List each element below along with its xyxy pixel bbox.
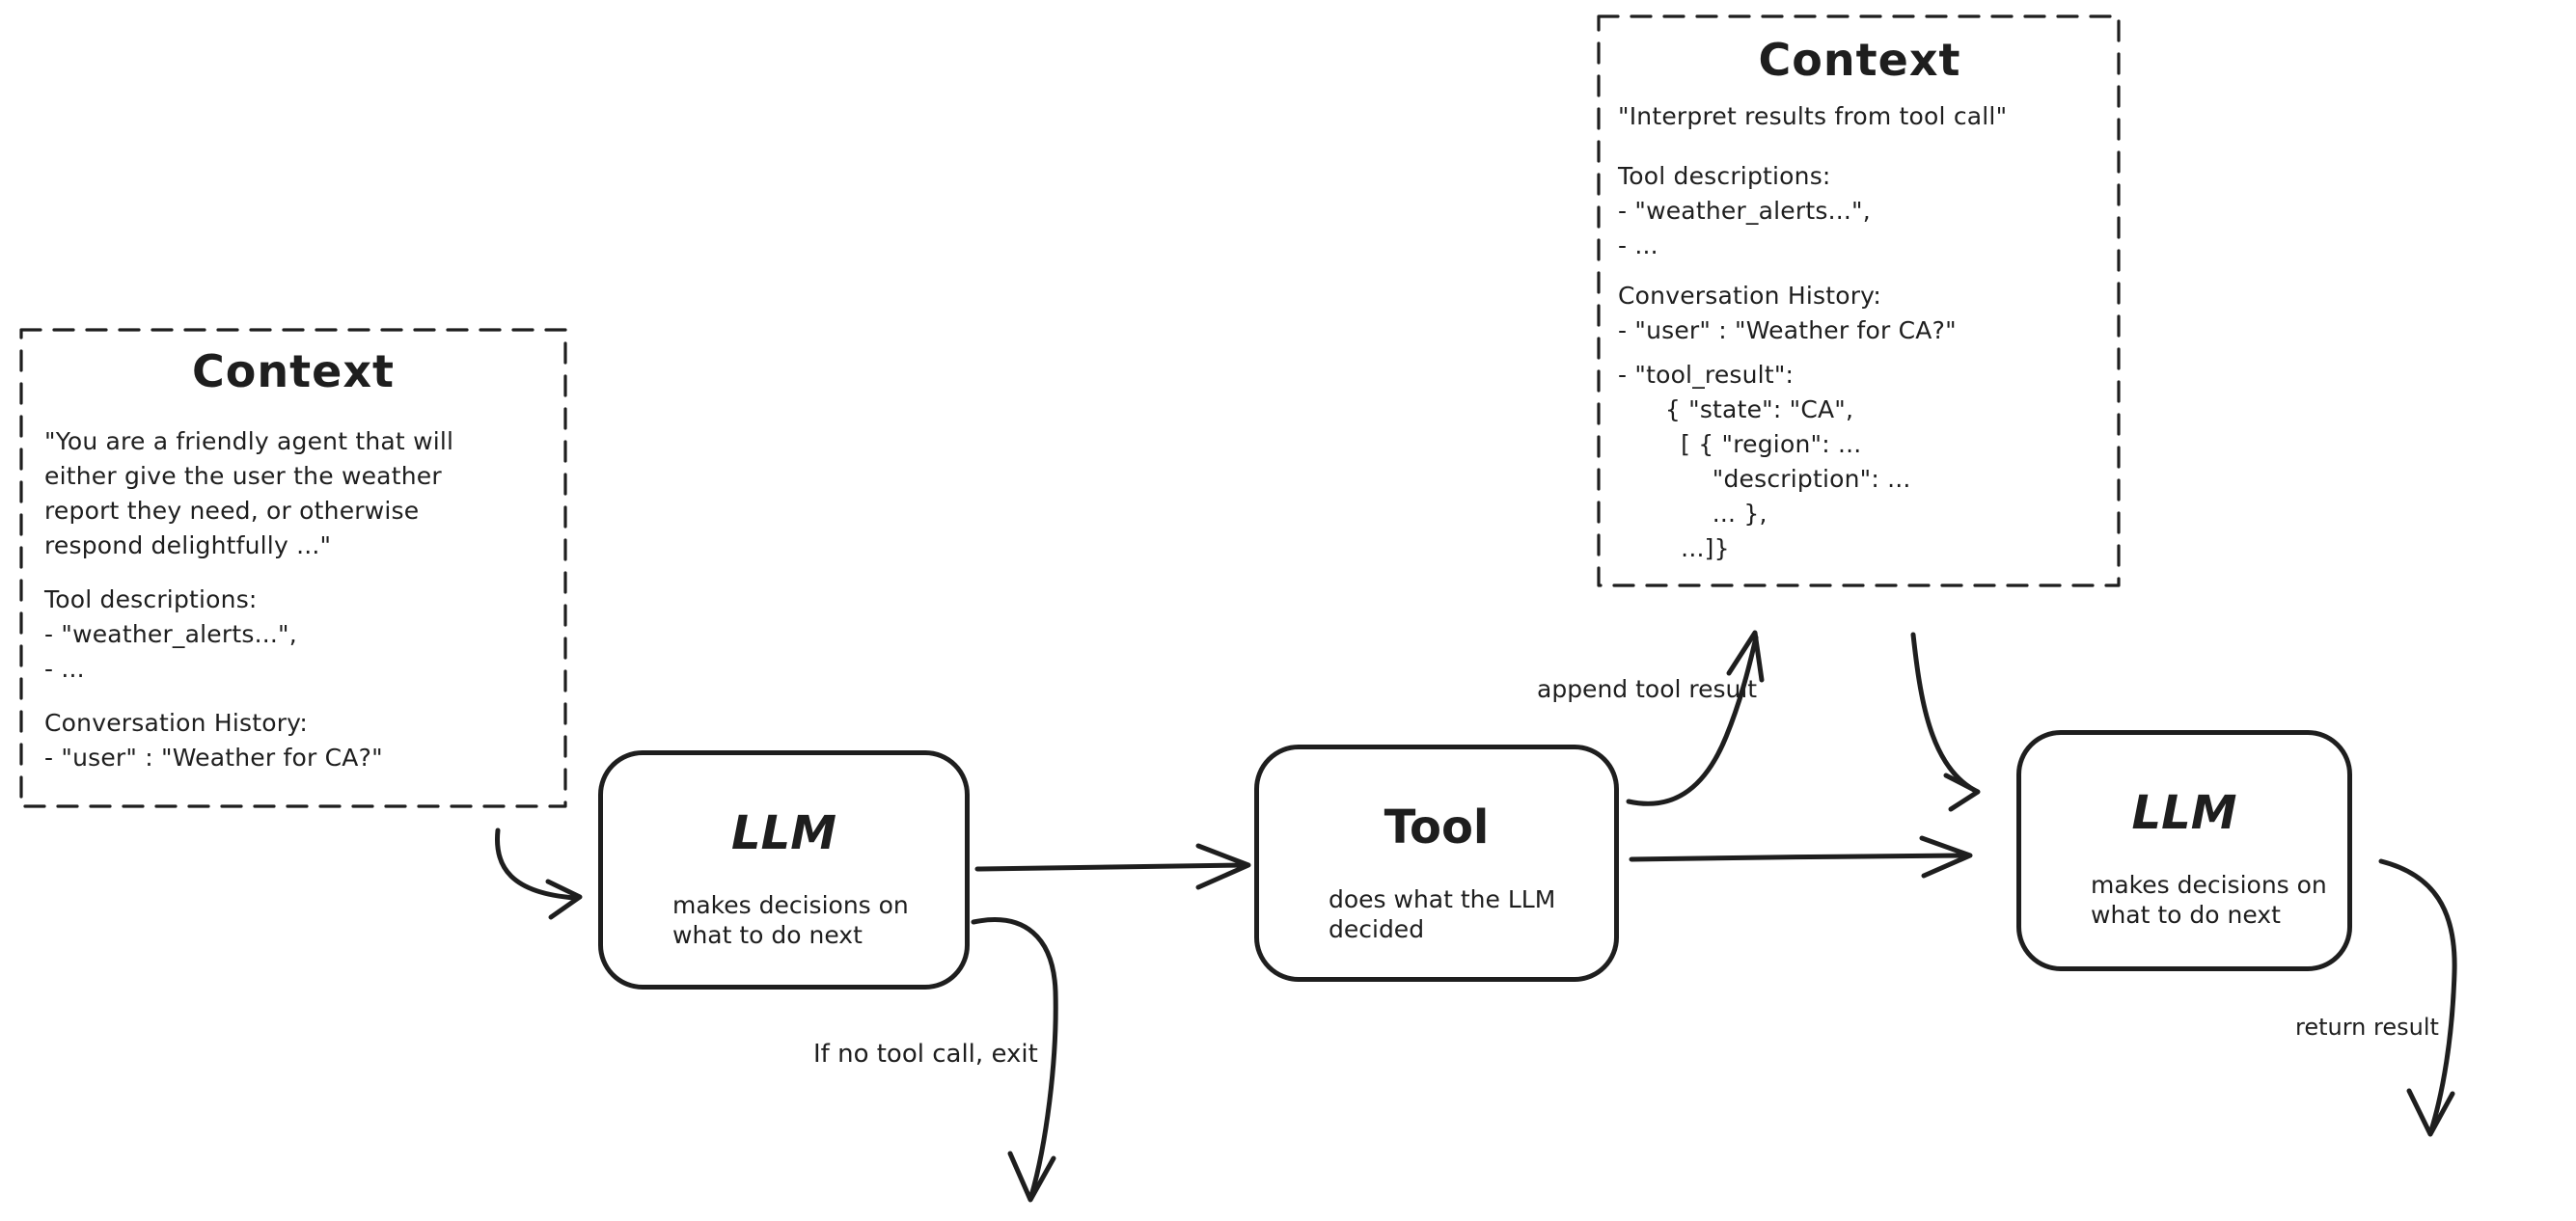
llm-node-second-description: makes decisions on what to do next	[2091, 871, 2327, 929]
conversation-history-text: Conversation History: - "user" : "Weathe…	[1618, 282, 1957, 344]
conversation-history-text: Conversation History: - "user" : "Weathe…	[44, 709, 383, 772]
arrow-context-to-llm2	[1910, 632, 1981, 812]
llm-node-first: LLM makes decisions on what to do next	[598, 750, 970, 990]
label-return-result: return result	[2295, 1014, 2439, 1041]
interpret-instruction-text: "Interpret results from tool call"	[1618, 102, 2008, 130]
context-initial-title: Context	[192, 345, 395, 397]
arrow-tool-to-context	[1626, 630, 1765, 806]
tool-node: Tool does what the LLM decided	[1254, 745, 1619, 982]
arrow-llm1-to-tool	[974, 843, 1251, 890]
arrow-context-to-llm1	[494, 828, 583, 920]
context-tool-result-title: Context	[1758, 34, 1961, 86]
tool-result-json-text: - "tool_result": { "state": "CA", [ { "r…	[1618, 361, 1911, 562]
tool-node-title: Tool	[1384, 800, 1490, 855]
arrow-llm2-return	[2378, 858, 2457, 1137]
llm-node-second: LLM makes decisions on what to do next	[2016, 730, 2352, 971]
context-box-tool-result: Context "Interpret results from tool cal…	[1597, 14, 2121, 586]
system-prompt-text: "You are a friendly agent that will eith…	[44, 427, 454, 559]
llm-node-first-title: LLM	[731, 806, 836, 860]
arrow-tool-to-llm2	[1629, 835, 1973, 879]
label-if-no-tool-call-exit: If no tool call, exit	[813, 1040, 1038, 1069]
tool-descriptions-text: Tool descriptions: - "weather_alerts..."…	[1618, 162, 1871, 259]
context-box-initial: Context "You are a friendly agent that w…	[19, 328, 567, 808]
tool-descriptions-text: Tool descriptions: - "weather_alerts..."…	[44, 585, 297, 683]
tool-node-description: does what the LLM decided	[1329, 885, 1556, 943]
label-append-tool-result: append tool result	[1537, 675, 1758, 703]
llm-node-first-description: makes decisions on what to do next	[672, 891, 909, 949]
llm-node-second-title: LLM	[2131, 786, 2237, 840]
